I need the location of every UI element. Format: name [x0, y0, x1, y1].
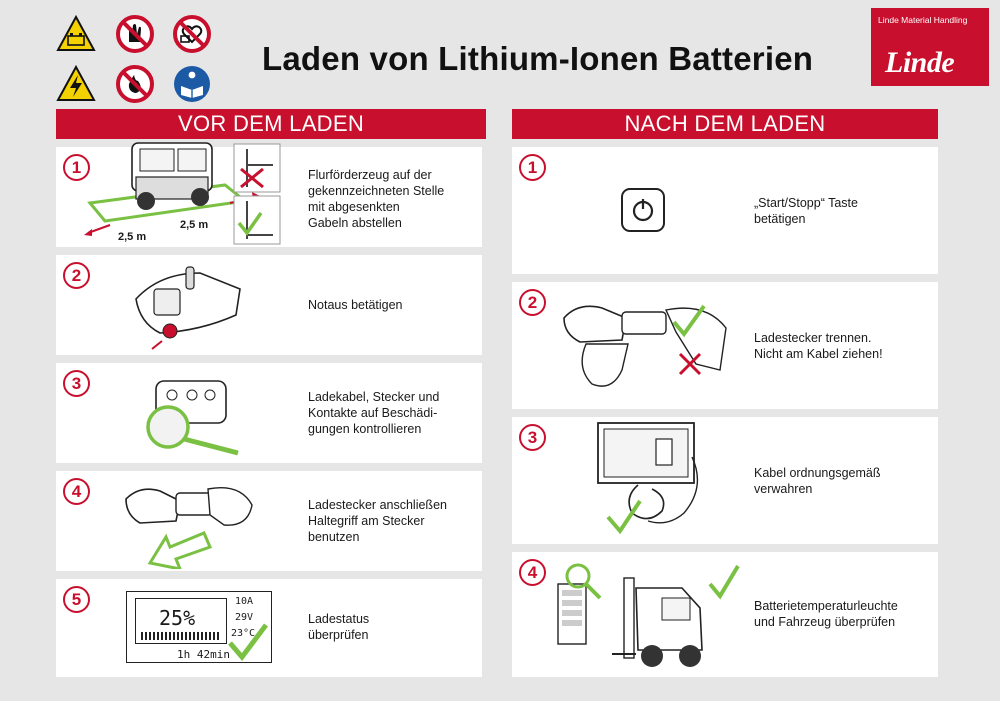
remaining-time: 1h 42min — [177, 648, 230, 661]
step-number: 2 — [63, 262, 90, 289]
after-step-1: 1 „Start/Stopp“ Taste betätigen — [512, 147, 938, 274]
battery-temperature: 23°C — [231, 628, 256, 639]
cable-storage-illustration — [597, 422, 699, 535]
fork-position-illustration — [233, 143, 281, 245]
plug-connection-illustration — [125, 487, 253, 569]
step-number: 3 — [519, 424, 546, 451]
step-text: „Start/Stopp“ Taste betätigen — [754, 196, 858, 226]
step-text: Kabel ordnungsgemäß verwahren — [754, 466, 881, 496]
page-title: Laden von Lithium-Ionen Batterien — [262, 40, 814, 77]
before-step-4: 4 Ladestecker anschließen Haltegriff am … — [56, 471, 482, 571]
plug-disconnect-illustration — [563, 304, 727, 387]
step-number: 4 — [63, 478, 90, 505]
before-step-1: 1 2,5 m 2,5 m Flurförderzeug auf der gek… — [56, 142, 482, 247]
no-touch-prohibition-icon — [116, 15, 154, 53]
section-heading-after: NACH DEM LADEN — [512, 109, 938, 139]
after-step-4: 4 Batterietemperaturleuchte und Fahrzeug… — [512, 552, 938, 677]
battery-warning-icon — [56, 14, 96, 51]
check-mark-icon — [228, 623, 268, 661]
step-number: 1 — [63, 154, 90, 181]
before-step-5: 5 25% 10A 29V 23°C 1h 42min Ladestatus ü… — [56, 579, 482, 677]
forklift-parked-illustration — [84, 142, 260, 236]
step-number: 5 — [63, 586, 90, 613]
step-number: 3 — [63, 370, 90, 397]
step-number: 2 — [519, 289, 546, 316]
step-text: Flurförderzeug auf der gekennzeichneten … — [308, 168, 445, 230]
charge-bar — [141, 632, 221, 640]
read-manual-mandatory-icon — [174, 66, 210, 102]
after-step-2: 2 Ladestecker trennen. Nicht am Kabel zi… — [512, 282, 938, 409]
step-text: Ladestecker anschließen Haltegriff am St… — [308, 498, 447, 544]
linde-logo: Linde — [885, 46, 955, 79]
brand-name: Linde Material Handling — [878, 15, 968, 25]
power-button-icon — [621, 188, 665, 232]
brand-logo-box: Linde Material Handling Linde — [871, 8, 989, 86]
after-step-3: 3 Kabel ordnungsgemäß verwahren — [512, 417, 938, 544]
charge-percent: 25% — [159, 606, 196, 630]
battery-gauge — [135, 598, 227, 644]
charge-current: 10A — [235, 596, 254, 607]
step-text: Batterietemperaturleuchte und Fahrzeug ü… — [754, 599, 898, 629]
no-fire-prohibition-icon — [116, 65, 154, 103]
no-pacemaker-prohibition-icon — [173, 15, 211, 53]
distance-label-left: 2,5 m — [118, 231, 147, 243]
step-text: Ladestecker trennen. Nicht am Kabel zieh… — [754, 331, 883, 361]
step-text: Ladekabel, Stecker und Kontakte auf Besc… — [308, 390, 440, 436]
step-number: 1 — [519, 154, 546, 181]
step-text: Notaus betätigen — [308, 298, 403, 312]
step-number: 4 — [519, 559, 546, 586]
emergency-stop-illustration — [135, 266, 241, 350]
electric-shock-warning-icon — [56, 64, 96, 101]
distance-label-right: 2,5 m — [180, 219, 209, 231]
forklift-inspection-illustration — [557, 563, 740, 667]
step-text: Ladestatus überprüfen — [308, 612, 370, 642]
before-step-2: 2 Notaus betätigen — [56, 255, 482, 355]
section-heading-before: VOR DEM LADEN — [56, 109, 486, 139]
charge-voltage: 29V — [235, 612, 254, 623]
warning-signs — [56, 14, 214, 104]
before-step-3: 3 Ladekabel, Stecker und Kontakte auf Be… — [56, 363, 482, 463]
cable-inspection-illustration — [146, 380, 239, 456]
